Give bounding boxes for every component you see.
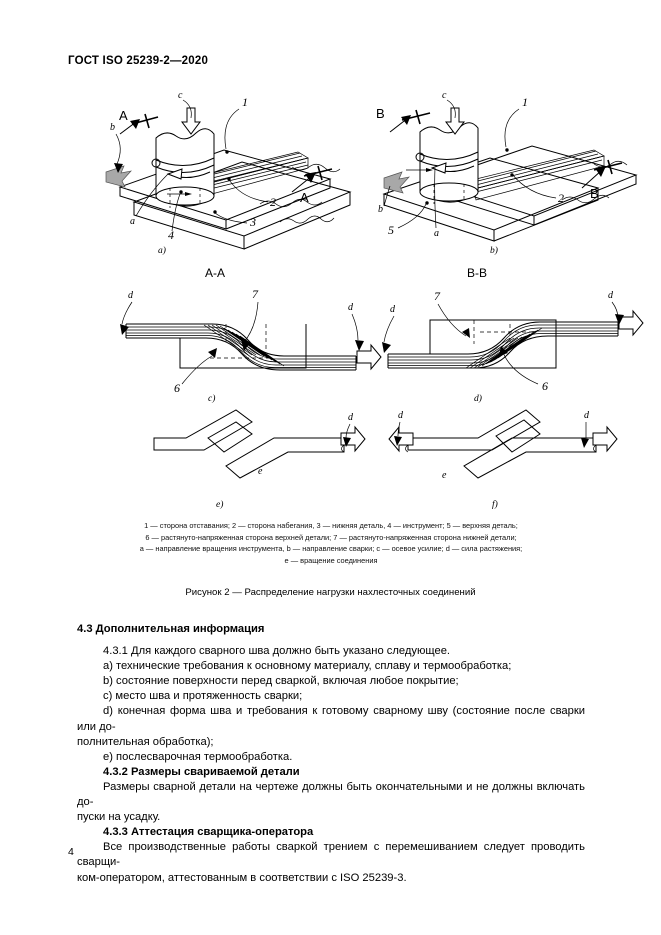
legend-line-2: 6 — растянуто-напряженная сторона верхне… [145, 532, 517, 542]
list-item-d: d) конечная форма шва и требования к гот… [77, 705, 585, 733]
figure-legend: 1 — сторона отставания; 2 — сторона набе… [75, 520, 587, 566]
subcaption-d: d) [474, 394, 482, 404]
callout-4: 4 [168, 228, 174, 242]
callout-a: a [130, 216, 135, 227]
callout-3: 3 [249, 215, 256, 229]
callout-b: b [110, 122, 115, 133]
figure-part-f: d d e f) [382, 408, 618, 510]
page-number: 4 [68, 846, 74, 858]
paragraph-4-3-2-cont: пуски на усадку. [77, 811, 161, 824]
section-mark-a-left: A [119, 108, 159, 135]
callout-6: 6 [542, 379, 548, 393]
figure-part-e: d e e) [148, 408, 378, 510]
subcaption-e: e) [216, 500, 224, 510]
section-label-aa: А-А [205, 266, 226, 280]
list-item-d-cont: полнительная обработка); [77, 735, 214, 748]
paragraph-4-3-3-cont: ком-оператором, аттестованным в соответс… [77, 871, 407, 884]
section-label-bb: В-В [467, 266, 488, 280]
legend-line-3: a — направление вращения инструмента, b … [139, 544, 523, 554]
callout-section-b1: B [376, 106, 385, 121]
callout-c: c [442, 90, 447, 101]
callout-c: c [178, 90, 183, 101]
heading-4-3-2: 4.3.2 Размеры свариваемой детали [103, 765, 300, 778]
legend-line-4: e — вращение соединения [284, 555, 378, 565]
subcaption-a: а) [158, 246, 166, 256]
list-item-c: c) место шва и протяженность сварки; [103, 690, 303, 703]
heading-4-3-3: 4.3.3 Аттестация сварщика-оператора [103, 826, 314, 839]
callout-2: 2 [270, 195, 276, 209]
section-mark-a-right: A [291, 165, 333, 205]
list-item-e: e) послесварочная термообработка. [103, 750, 293, 763]
list-item-a: a) технические требования к основному ма… [103, 660, 512, 673]
body-text: 4.3 Дополнительная информация 4.3.1 Для … [77, 622, 585, 886]
callout-d-right: d [348, 302, 354, 313]
legend-line-1: 1 — сторона отставания; 2 — сторона набе… [144, 521, 518, 530]
figure-part-b: c b B B [372, 84, 644, 256]
section-mark-b-left: B [376, 106, 431, 133]
figure-caption: Рисунок 2 — Распределение нагрузки нахле… [185, 587, 476, 598]
heading-4-3: 4.3 Дополнительная информация [77, 623, 265, 635]
callout-section-b2: B [590, 186, 599, 201]
figure-2: c b A [0, 78, 661, 598]
callout-1: 1 [522, 95, 528, 109]
callout-e: e [442, 470, 447, 481]
callout-b: b [378, 204, 383, 215]
paragraph-4-3-2: Размеры сварной детали на чертеже должны… [77, 780, 585, 809]
callout-7: 7 [434, 289, 441, 303]
callout-section-a2: A [300, 190, 309, 205]
page-header: ГОСТ ISO 25239-2—2020 [68, 55, 209, 67]
callout-6: 6 [174, 381, 180, 395]
callout-1: 1 [242, 95, 248, 109]
figure-part-c: А-А d [120, 266, 382, 404]
callout-e: e [258, 466, 263, 477]
subcaption-f: f) [492, 500, 498, 510]
callout-7: 7 [252, 287, 259, 301]
callout-d-left: d [128, 290, 134, 301]
callout-a: a [434, 228, 439, 239]
figure-part-d: В-В d d [382, 266, 644, 404]
callout-d-right: d [608, 290, 614, 301]
callout-5: 5 [388, 223, 394, 237]
callout-section-a1: A [119, 108, 128, 123]
subcaption-c: c) [208, 394, 216, 404]
section-mark-b-right: B [581, 159, 623, 201]
callout-d-right: d [584, 410, 590, 421]
list-item-b: b) состояние поверхности перед сваркой, … [103, 675, 459, 688]
callout-d-left: d [398, 410, 404, 421]
paragraph-4-3-1: 4.3.1 Для каждого сварного шва должно бы… [103, 645, 451, 658]
callout-d-left: d [390, 304, 396, 315]
paragraph-4-3-3: Все производственные работы сваркой трен… [77, 841, 585, 869]
subcaption-b: b) [490, 246, 498, 256]
callout-d: d [348, 412, 354, 423]
figure-part-a: c b A [92, 84, 364, 256]
callout-2: 2 [558, 191, 564, 205]
